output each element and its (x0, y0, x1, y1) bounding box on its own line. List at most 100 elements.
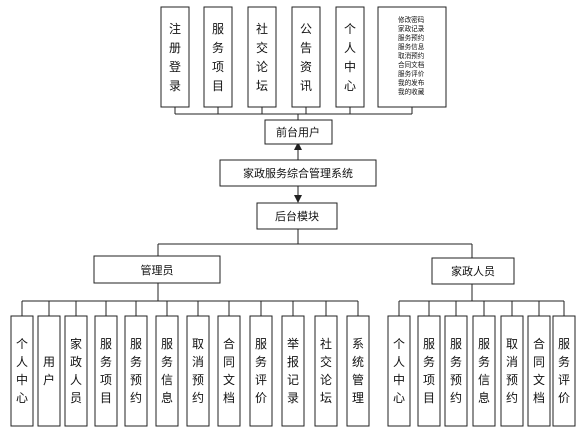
housekeeper-module-4: 取消预约 (500, 315, 524, 427)
admin-module-0-char-0: 个 (16, 337, 28, 351)
admin-module-5: 服务信息 (155, 315, 179, 427)
housekeeper-module-2: 服务预约 (444, 315, 468, 427)
housekeeper-module-3-char-2: 信 (478, 373, 490, 387)
housekeeper-module-6: 服务评价 (552, 315, 576, 427)
top-extra-line-8: 我的收藏 (398, 87, 425, 96)
top-extra-line-0: 修改密码 (398, 15, 425, 24)
housekeeper-module-6-char-3: 价 (558, 391, 570, 405)
top-extra-line-1: 家政记录 (398, 24, 425, 33)
housekeeper-module-2-box (444, 315, 468, 427)
housekeeper-module-4-char-2: 预 (506, 373, 518, 387)
admin-module-8: 服务评价 (249, 315, 273, 427)
top-module-group: 注 册 登 录 服 务 项 目 社 交 论 坛 公 告 资 讯 个 (160, 6, 447, 108)
admin-module-3-box (94, 315, 118, 427)
admin-module-group: 个人中心用户家政人员服务项目服务预约服务信息取消预约合同文档服务评价举报记录社交… (10, 315, 370, 427)
top-module-extra: 修改密码 家政记录 服务预约 服务信息 取消预约 合同文档 服务评价 我的发布 … (377, 6, 447, 108)
admin-module-2-char-1: 政 (70, 355, 82, 369)
admin-module-9-char-0: 举 (287, 337, 299, 351)
admin-module-6-char-0: 取 (192, 337, 204, 351)
top-extra-line-7: 我的发布 (398, 78, 425, 87)
top-module-3-char-2: 资 (300, 60, 312, 74)
admin-module-6-char-1: 消 (192, 355, 204, 369)
top-module-1: 服 务 项 目 (203, 6, 233, 108)
front-user-node: 前台用户 (264, 119, 333, 145)
top-module-0-char-3: 录 (169, 79, 181, 93)
admin-module-6: 取消预约 (186, 315, 210, 427)
housekeeper-module-2-char-2: 预 (450, 373, 462, 387)
admin-module-9-char-1: 报 (287, 354, 299, 369)
admin-module-10-char-0: 社 (320, 336, 332, 351)
top-module-3-char-3: 讯 (300, 79, 312, 93)
admin-module-6-box (186, 315, 210, 427)
housekeeper-module-0-char-2: 中 (393, 372, 405, 387)
admin-module-6-char-2: 预 (192, 373, 204, 387)
admin-module-10-box (314, 315, 338, 427)
admin-module-9-char-3: 录 (287, 391, 299, 405)
admin-module-0-char-2: 中 (16, 372, 28, 387)
admin-module-0-box (10, 315, 34, 427)
admin-module-8-char-1: 务 (255, 354, 267, 369)
admin-module-9-box (281, 315, 305, 427)
admin-module-8-box (249, 315, 273, 427)
housekeeper-module-3-char-1: 务 (478, 354, 490, 369)
top-module-1-char-1: 务 (212, 40, 224, 55)
housekeeper-module-2-char-1: 务 (450, 354, 462, 369)
admin-module-4: 服务预约 (124, 315, 148, 427)
housekeeper-module-2-char-3: 约 (450, 390, 462, 405)
top-module-3-char-1: 告 (300, 41, 312, 55)
admin-module-7-char-1: 同 (223, 355, 235, 369)
admin-module-9-char-2: 记 (287, 373, 299, 387)
housekeeper-module-1-char-1: 务 (423, 354, 435, 369)
admin-module-4-box (124, 315, 148, 427)
admin-module-3-char-0: 服 (100, 337, 112, 351)
front-user-label: 前台用户 (276, 125, 320, 139)
housekeeper-module-5-char-1: 同 (533, 355, 545, 369)
admin-module-11-box (346, 315, 370, 427)
admin-module-11-char-2: 管 (352, 372, 364, 387)
admin-module-3-char-1: 务 (100, 354, 112, 369)
admin-module-10-char-2: 论 (320, 373, 332, 387)
housekeeper-module-1-char-0: 服 (423, 337, 435, 351)
housekeeper-module-2-char-0: 服 (450, 337, 462, 351)
admin-module-5-char-0: 服 (161, 337, 173, 351)
admin-module-8-char-2: 评 (255, 373, 267, 387)
admin-module-5-char-2: 信 (161, 373, 173, 387)
housekeeper-module-5: 合同文档 (527, 315, 551, 427)
top-extra-line-4: 取消预约 (398, 51, 425, 60)
top-module-2-char-3: 坛 (256, 79, 268, 93)
admin-module-2: 家政人员 (64, 315, 88, 427)
housekeeper-module-3-box (472, 315, 496, 427)
housekeeper-module-3-char-3: 息 (478, 390, 490, 405)
admin-module-4-char-3: 约 (130, 390, 142, 405)
housekeeper-module-5-char-3: 档 (533, 391, 545, 405)
housekeeper-node: 家政人员 (431, 257, 515, 285)
admin-module-10-char-3: 坛 (320, 391, 332, 405)
housekeeper-module-6-box (552, 315, 576, 427)
top-module-0-char-2: 登 (169, 59, 181, 74)
housekeeper-module-3: 服务信息 (472, 315, 496, 427)
top-extra-line-6: 服务评价 (398, 69, 425, 78)
top-module-3-char-0: 公 (300, 22, 312, 36)
housekeeper-module-6-char-0: 服 (558, 337, 570, 351)
top-extra-line-3: 服务信息 (398, 42, 425, 51)
top-module-2-char-1: 交 (256, 40, 268, 55)
admin-module-5-box (155, 315, 179, 427)
top-module-0: 注 册 登 录 (160, 6, 190, 108)
admin-module-8-char-0: 服 (255, 337, 267, 351)
admin-module-1-char-1: 户 (43, 372, 55, 387)
admin-node: 管理员 (93, 255, 221, 284)
top-module-4: 个 人 中 心 (335, 6, 365, 108)
housekeeper-label: 家政人员 (451, 264, 495, 278)
top-module-3: 公 告 资 讯 (291, 6, 321, 108)
admin-module-1: 用户 (37, 315, 61, 427)
housekeeper-module-5-char-2: 文 (533, 372, 545, 387)
housekeeper-module-4-char-3: 约 (506, 390, 518, 405)
top-extra-line-5: 合同文档 (398, 60, 425, 69)
